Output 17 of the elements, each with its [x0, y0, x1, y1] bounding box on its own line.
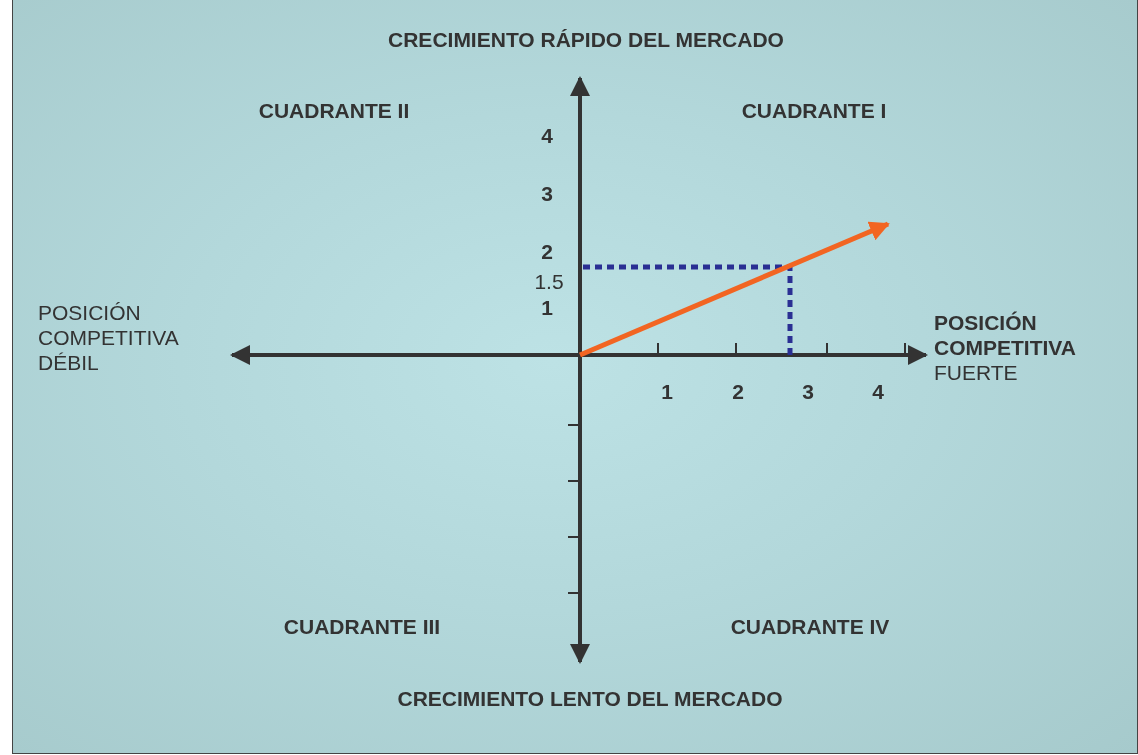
- tick-label: 2: [541, 240, 553, 264]
- quadrant-label: CUADRANTE III: [283, 615, 441, 639]
- quadrant-label: CUADRANTE II: [258, 99, 410, 123]
- tick-label: 1.5: [534, 270, 564, 294]
- tick-label: 3: [802, 380, 814, 404]
- axis-title: CRECIMIENTO LENTO DEL MERCADO: [397, 687, 783, 711]
- axis-title: POSICIÓN COMPETITIVA FUERTE: [934, 310, 1077, 386]
- axis-title: POSICIÓN COMPETITIVA DÉBIL: [38, 300, 180, 376]
- tick-label: 1: [661, 380, 673, 404]
- axis-title: CRECIMIENTO RÁPIDO DEL MERCADO: [388, 28, 784, 52]
- tick-label: 4: [872, 380, 884, 404]
- tick-label: 2: [732, 380, 744, 404]
- quadrant-label: CUADRANTE I: [741, 99, 887, 123]
- tick-label: 1: [541, 296, 553, 320]
- tick-label: 3: [541, 182, 553, 206]
- quadrant-label: CUADRANTE IV: [730, 615, 890, 639]
- tick-label: 4: [541, 124, 553, 148]
